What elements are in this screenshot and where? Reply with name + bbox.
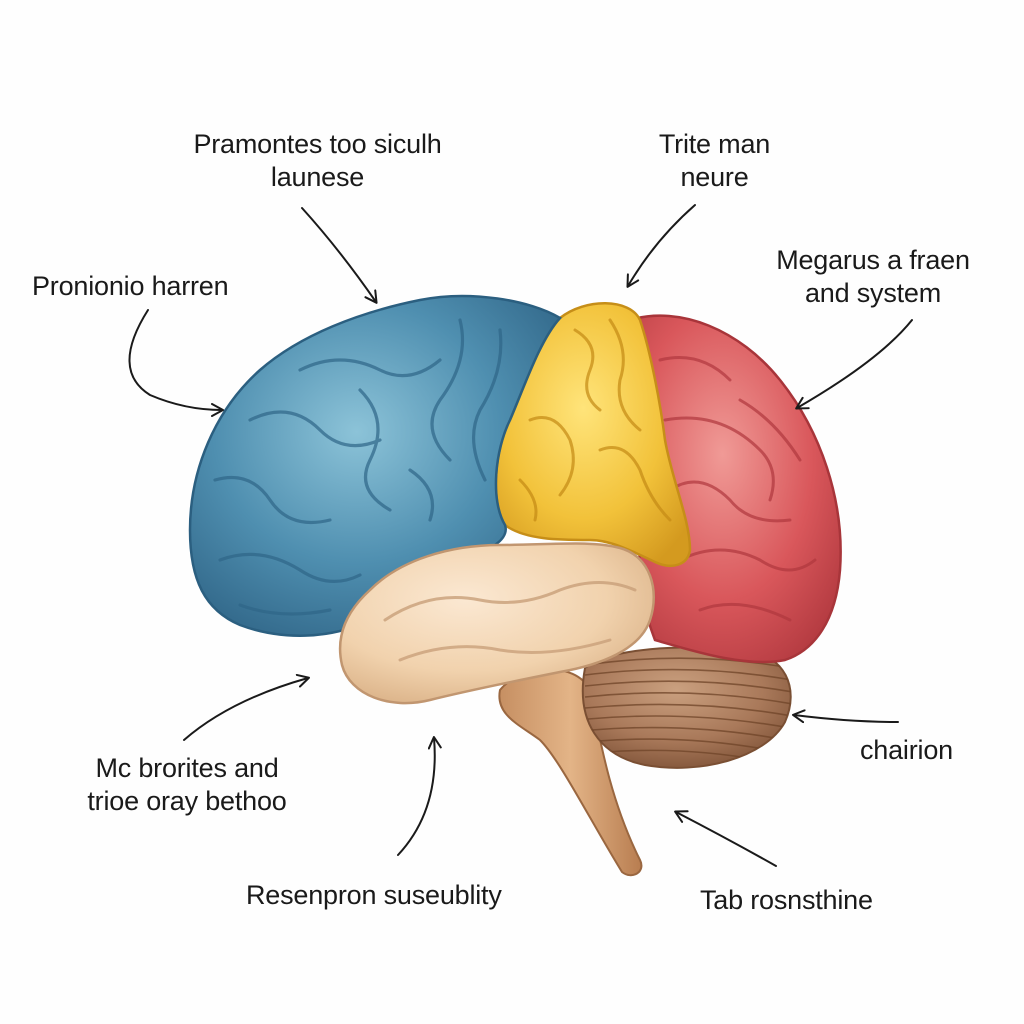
arrow-bottom-left bbox=[183, 673, 310, 741]
parietal-gyri bbox=[518, 318, 672, 522]
occipital-gyri bbox=[658, 356, 817, 622]
temporal-lobe-shape bbox=[338, 542, 655, 705]
arrow-right-upper bbox=[795, 319, 913, 410]
label-top-left: Pramontes too siculh launese bbox=[193, 129, 442, 192]
arrow-right-mid bbox=[792, 709, 899, 724]
label-right-upper: Megarus a fraen and system bbox=[776, 245, 970, 308]
callout-arrows bbox=[128, 204, 913, 867]
label-bottom-right: Tab rosnsthine bbox=[700, 885, 873, 915]
arrow-left bbox=[128, 309, 224, 417]
frontal-gyri bbox=[213, 318, 503, 616]
cerebellum-shape bbox=[581, 646, 792, 769]
arrow-top-left bbox=[301, 207, 378, 304]
label-left: Pronionio harren bbox=[32, 271, 229, 301]
label-bottom-left: Mc brorites and trioe oray bethoo bbox=[87, 753, 287, 816]
label-bottom-center: Resenpron suseublity bbox=[246, 880, 502, 910]
arrow-bottom-center bbox=[397, 736, 442, 856]
arrow-top-right bbox=[626, 204, 696, 288]
arrow-bottom-right bbox=[674, 810, 777, 867]
temporal-gyri bbox=[383, 581, 637, 662]
label-right-mid: chairion bbox=[860, 735, 953, 765]
label-top-right: Trite man neure bbox=[658, 129, 771, 192]
